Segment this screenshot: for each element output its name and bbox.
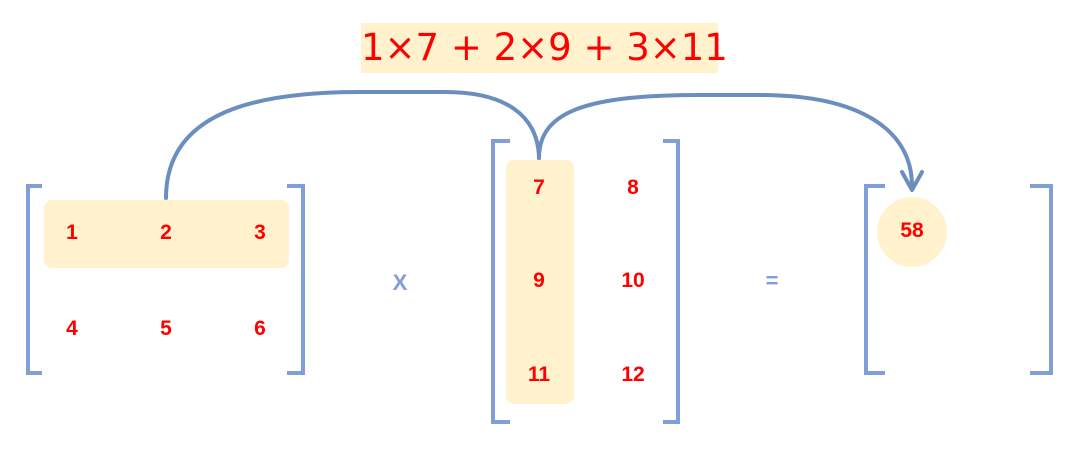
matrix-b-cell: 12 [621,363,645,386]
formula-text: 1×7 + 2×9 + 3×11 [361,26,728,69]
matrix-b-cell: 8 [627,176,639,199]
matrix-a-cell: 6 [254,317,266,340]
matrix-b-cell: 9 [533,269,545,292]
column-to-result-arrow [537,93,914,188]
matrix-a-left-bracket [26,184,42,375]
result-cell-highlight [877,197,947,267]
arrowhead [900,170,924,192]
multiply-operator: X [392,270,408,295]
matrix-a-cell: 5 [160,317,172,340]
matrix-b-column-highlight [506,160,574,404]
equals-operator: = [765,268,779,293]
result-right-bracket [1030,184,1053,375]
matrix-a-brackets [26,184,305,375]
matrix-a-row-highlight [44,200,289,268]
matrix-b-left-bracket [491,139,510,424]
formula-highlight [361,23,718,73]
matrix-a-cell: 4 [66,317,78,340]
matrix-b-cell: 11 [527,363,551,386]
matrix-a-right-bracket [287,184,305,375]
matrix-a-cell: 3 [254,221,266,244]
matrix-b-cell: 7 [533,176,545,199]
result-left-bracket [864,184,885,375]
result-brackets [864,184,1053,375]
result-cell: 58 [900,219,924,242]
matrix-b-cell: 10 [621,269,645,292]
row-to-column-arrow [164,90,541,200]
matrix-b-right-bracket [663,139,680,424]
matrix-a-cell: 1 [66,221,78,244]
matrix-a-cell: 2 [160,221,172,244]
matrix-b-brackets [491,139,680,424]
